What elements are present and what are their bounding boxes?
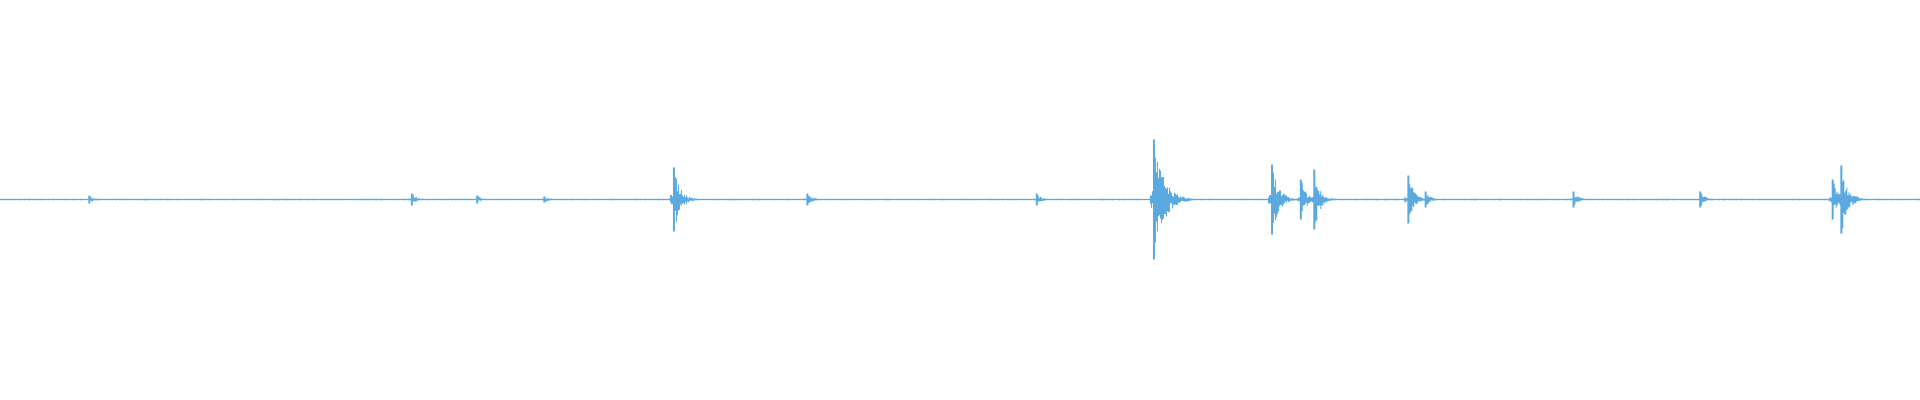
waveform-burst bbox=[1569, 191, 1589, 208]
waveform-burst bbox=[1421, 191, 1440, 208]
waveform-burst bbox=[1837, 165, 1867, 234]
waveform-burst bbox=[1310, 169, 1337, 230]
waveform-bursts bbox=[1, 139, 1920, 260]
waveform-burst bbox=[407, 193, 424, 206]
waveform-burst bbox=[543, 196, 554, 203]
waveform-burst bbox=[1268, 164, 1301, 235]
waveform-burst bbox=[85, 195, 98, 204]
waveform-burst bbox=[803, 193, 820, 206]
waveform-burst bbox=[475, 195, 486, 204]
waveform-burst bbox=[669, 167, 699, 232]
waveform-burst bbox=[1149, 139, 1200, 260]
waveform-burst bbox=[1696, 191, 1714, 208]
waveform-burst bbox=[1032, 193, 1049, 206]
